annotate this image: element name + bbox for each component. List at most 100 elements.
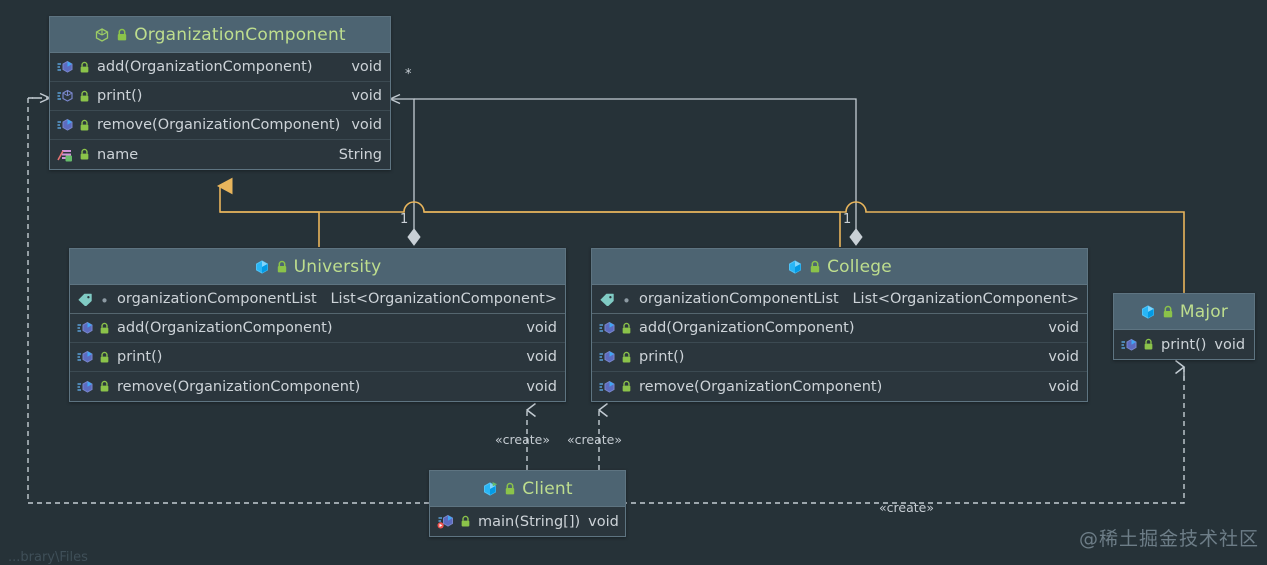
member-name: remove(OrganizationComponent): [117, 378, 361, 395]
member-name: organizationComponentList: [639, 291, 839, 307]
class-major[interactable]: Major print() void: [1113, 293, 1255, 360]
edge-university-generalization: [220, 186, 320, 247]
class-header-organization-component[interactable]: OrganizationComponent: [50, 17, 390, 53]
lock-icon: [809, 260, 821, 274]
abstract-class-icon: [94, 27, 110, 43]
method-icon: [77, 380, 94, 394]
lock-icon: [116, 28, 128, 42]
member-name: remove(OrganizationComponent): [97, 117, 341, 133]
method-icon: [1121, 338, 1138, 352]
member-row[interactable]: add(OrganizationComponent) void: [592, 314, 1087, 343]
class-header-college[interactable]: College: [592, 249, 1087, 285]
member-name: add(OrganizationComponent): [639, 320, 855, 336]
member-name: add(OrganizationComponent): [97, 59, 313, 75]
member-row[interactable]: add(OrganizationComponent) void: [70, 314, 565, 343]
member-row[interactable]: add(OrganizationComponent) void: [50, 53, 390, 82]
package-dot-icon: [621, 293, 632, 306]
class-icon: [1140, 304, 1156, 320]
member-type: void: [526, 320, 557, 336]
member-row[interactable]: main(String[]) void: [430, 507, 625, 536]
class-header-major[interactable]: Major: [1114, 294, 1254, 330]
member-type: void: [351, 117, 382, 133]
lock-icon: [276, 260, 288, 274]
method-icon: [599, 321, 616, 335]
class-organization-component[interactable]: OrganizationComponent add(Orga: [49, 16, 391, 170]
member-type: void: [1048, 320, 1079, 336]
member-type: String: [338, 146, 382, 163]
lock-icon: [79, 119, 90, 132]
member-type: void: [1214, 336, 1246, 353]
member-row[interactable]: remove(OrganizationComponent) void: [592, 372, 1087, 401]
lock-icon: [79, 90, 90, 103]
member-type: void: [526, 349, 557, 365]
edge-college-generalization: [220, 201, 841, 247]
member-type: List<OrganizationComponent>: [330, 291, 557, 307]
class-header-university[interactable]: University: [70, 249, 565, 285]
member-name: print(): [639, 349, 685, 365]
method-icon: [57, 118, 74, 132]
bottom-cut-text: ...brary\Files: [8, 550, 88, 565]
member-row[interactable]: print() void: [50, 82, 390, 111]
lock-icon: [460, 515, 471, 528]
member-name: print(): [1161, 336, 1207, 353]
member-row[interactable]: name String: [50, 140, 390, 169]
multiplicity-one-university: 1: [400, 212, 409, 227]
class-client[interactable]: Client: [429, 470, 626, 537]
members-major: print() void: [1114, 330, 1254, 359]
class-icon: [787, 259, 803, 275]
class-header-client[interactable]: Client: [430, 471, 625, 507]
member-name: add(OrganizationComponent): [117, 320, 333, 336]
member-row[interactable]: print() void: [592, 343, 1087, 372]
main-method-icon: [437, 514, 455, 529]
create-label-college: «create»: [567, 432, 622, 447]
abstract-method-icon: [57, 89, 74, 103]
property-icon: [599, 292, 616, 306]
method-icon: [77, 350, 94, 364]
members-client: main(String[]) void: [430, 507, 625, 536]
create-label-major: «create»: [879, 500, 934, 515]
member-name: name: [97, 146, 139, 163]
member-name: remove(OrganizationComponent): [639, 378, 883, 395]
member-row[interactable]: organizationComponentList List<Organizat…: [70, 285, 565, 314]
multiplicity-one-college: 1: [843, 212, 852, 227]
members-organization-component: add(OrganizationComponent) void: [50, 53, 390, 169]
member-row[interactable]: remove(OrganizationComponent) void: [70, 372, 565, 401]
class-title-major: Major: [1179, 301, 1229, 322]
field-icon: [57, 148, 74, 162]
method-icon: [57, 60, 74, 74]
runnable-class-icon: [482, 481, 498, 497]
member-type: void: [1048, 349, 1079, 365]
member-type: List<OrganizationComponent>: [852, 291, 1079, 307]
class-title-client: Client: [522, 478, 573, 499]
method-icon: [599, 380, 616, 394]
watermark: @稀土掘金技术社区: [1078, 528, 1259, 550]
member-row[interactable]: print() void: [1114, 330, 1254, 359]
member-type: void: [1048, 378, 1079, 395]
lock-icon: [99, 322, 110, 335]
member-name: organizationComponentList: [117, 291, 317, 307]
package-dot-icon: [99, 293, 110, 306]
member-row[interactable]: print() void: [70, 343, 565, 372]
lock-icon: [1162, 305, 1174, 319]
edge-college-aggregation: [414, 98, 863, 246]
member-row[interactable]: organizationComponentList List<Organizat…: [592, 285, 1087, 314]
lock-icon: [621, 351, 632, 364]
method-icon: [599, 350, 616, 364]
class-title-college: College: [827, 256, 892, 277]
member-type: void: [351, 88, 382, 104]
lock-icon: [621, 380, 632, 393]
class-icon: [254, 259, 270, 275]
method-icon: [77, 321, 94, 335]
class-university[interactable]: University organizationComponentList Lis…: [69, 248, 566, 402]
property-icon: [77, 292, 94, 306]
lock-icon: [621, 322, 632, 335]
lock-icon: [504, 482, 516, 496]
member-type: void: [351, 59, 382, 75]
lock-icon: [99, 351, 110, 364]
member-type: void: [526, 378, 557, 395]
create-label-university: «create»: [495, 432, 550, 447]
member-row[interactable]: remove(OrganizationComponent) void: [50, 111, 390, 140]
members-college: organizationComponentList List<Organizat…: [592, 285, 1087, 401]
class-college[interactable]: College organizationComponentList List<O…: [591, 248, 1088, 402]
